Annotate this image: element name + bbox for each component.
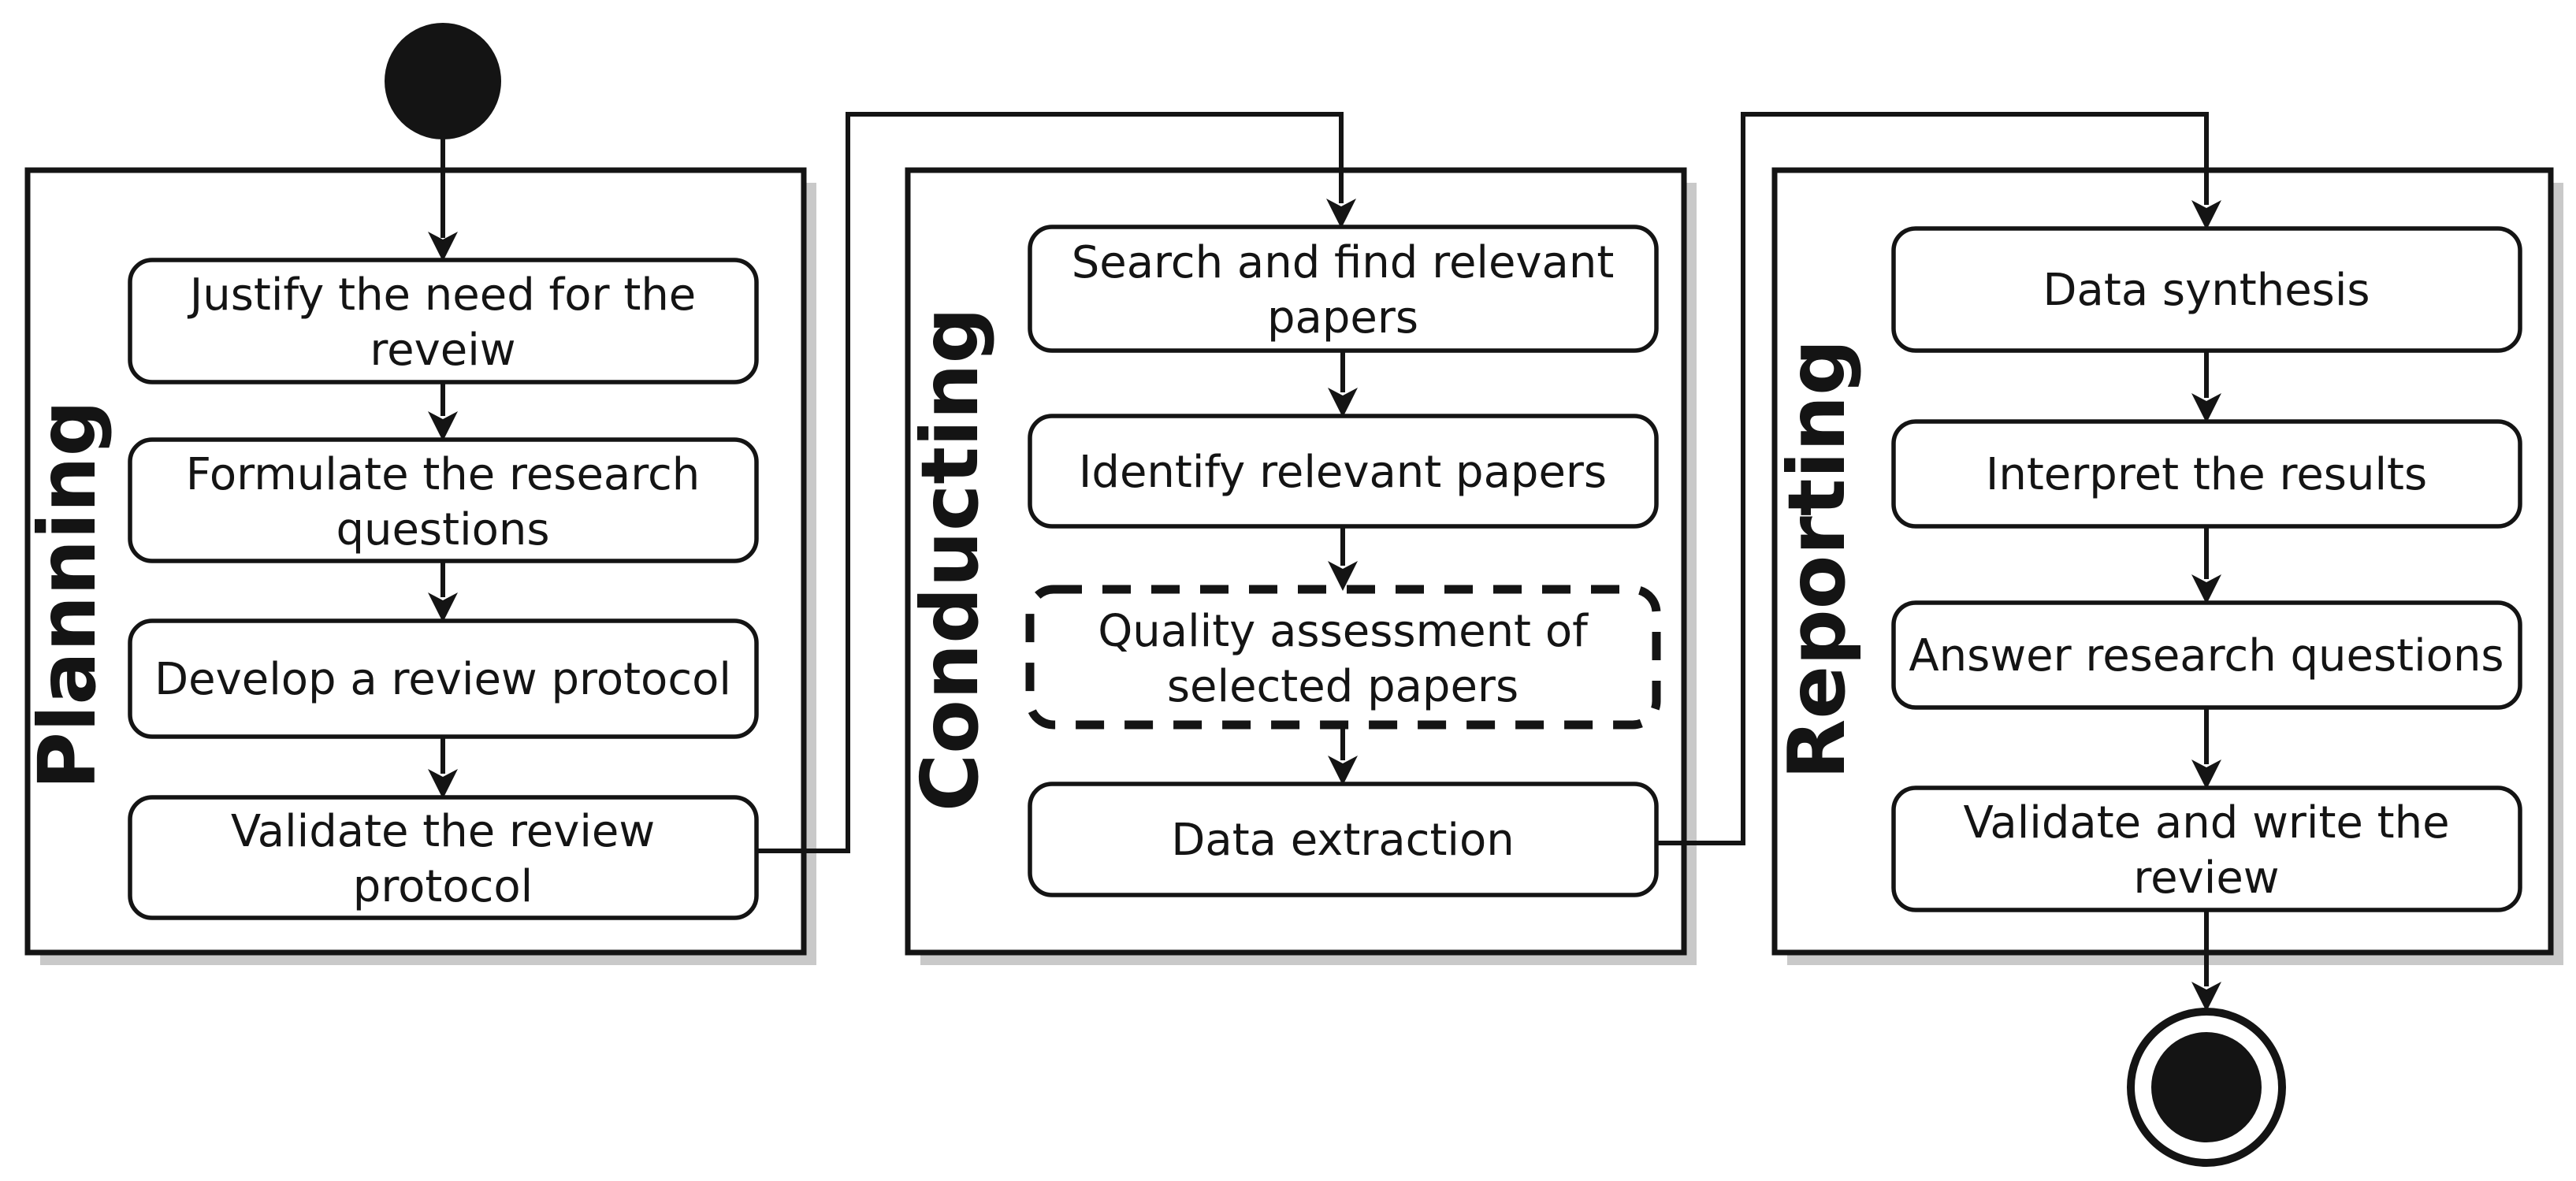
step-interpret-results: Interpret the results [1891,419,2522,529]
step-justify-need-line1: Justify the need for the [188,269,697,321]
step-data-synthesis-line1: Data synthesis [2043,265,2370,316]
step-answer-questions: Answer research questions [1891,600,2522,710]
step-identify-papers-line1: Identify relevant papers [1079,447,1607,498]
step-identify-papers: Identify relevant papers [1028,414,1659,529]
step-justify-need: Justify the need for the reveiw [128,258,759,384]
step-quality-assessment-line2: selected papers [1167,661,1518,712]
step-justify-need-line2: reveiw [370,325,515,376]
step-quality-assessment-line1: Quality assessment of [1098,606,1589,657]
step-formulate-questions: Formulate the research questions [128,437,759,563]
step-validate-write-review-line2: review [2133,852,2279,904]
start-node [385,23,501,139]
edge-validate-to-search [756,112,1344,853]
step-validate-protocol: Validate the review protocol [128,795,759,920]
arrowhead-justify-to-formulate [428,411,458,441]
step-data-synthesis: Data synthesis [1891,226,2522,353]
arrowhead-validate-to-search [1326,199,1356,228]
step-develop-protocol-line1: Develop a review protocol [154,654,731,705]
step-develop-protocol: Develop a review protocol [128,618,759,739]
arrowhead-interpret-to-answer [2191,574,2221,604]
conducting-label: Conducting [904,307,996,811]
step-validate-protocol-line2: protocol [353,861,533,912]
arrowhead-search-to-identify [1328,388,1358,418]
reporting-label: Reporting [1771,339,1863,779]
arrowhead-synthesis-to-interpret [2191,393,2221,423]
end-node-core [2151,1032,2262,1142]
planning-label: Planning [21,400,113,789]
arrowhead-identify-to-quality [1328,561,1358,591]
step-formulate-questions-line1: Formulate the research [186,449,701,500]
arrowhead-extraction-to-synthesis [2191,200,2221,230]
step-data-extraction: Data extraction [1028,782,1659,897]
step-data-extraction-line1: Data extraction [1171,815,1514,866]
step-validate-protocol-line1: Validate the review [231,806,655,857]
step-formulate-questions-line2: questions [336,504,549,555]
step-quality-assessment: Quality assessment of selected papers [1025,585,1661,730]
end-node [2127,1008,2286,1167]
arrowhead-quality-to-extraction [1328,756,1358,785]
step-search-papers-line1: Search and find relevant [1072,237,1615,288]
arrowhead-formulate-to-develop [428,592,458,622]
step-validate-write-review: Validate and write the review [1891,785,2522,912]
step-search-papers: Search and find relevant papers [1028,225,1659,353]
arrowhead-develop-to-validate [428,769,458,799]
arrowhead-start-to-justify [428,232,458,262]
edge-extraction-to-synthesis [1656,112,2209,845]
arrowhead-validate-write-to-end [2191,982,2221,1012]
step-search-papers-line2: papers [1267,292,1418,344]
step-validate-write-review-line1: Validate and write the [1963,797,2449,849]
step-answer-questions-line1: Answer research questions [1909,630,2504,681]
step-interpret-results-line1: Interpret the results [1986,449,2427,500]
arrowhead-answer-to-validate-write [2191,759,2221,789]
